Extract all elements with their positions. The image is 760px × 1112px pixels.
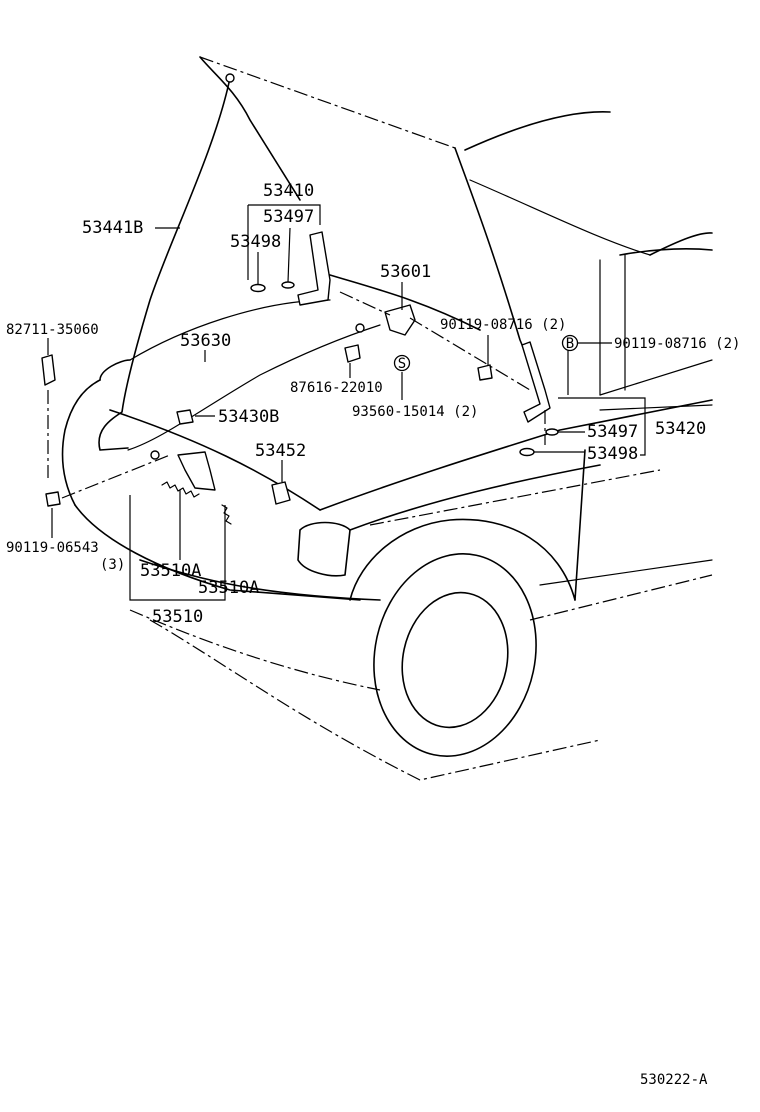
a-pillar bbox=[649, 232, 713, 256]
label-87616-22010: 87616-22010 bbox=[290, 380, 383, 396]
label-53498-left: 53498 bbox=[230, 232, 281, 252]
cushion-part bbox=[176, 409, 194, 425]
hood-right-edge bbox=[454, 147, 546, 401]
label-53510a-1: 53510A bbox=[140, 561, 201, 581]
front-body-left bbox=[61, 379, 101, 506]
fender-rear bbox=[574, 449, 586, 601]
label-53510: 53510 bbox=[152, 607, 203, 627]
side-trim bbox=[539, 559, 713, 586]
bumper-lower bbox=[129, 609, 381, 691]
hood-bumper-part bbox=[271, 481, 291, 505]
washer-b-right-part bbox=[519, 447, 535, 457]
front-top bbox=[99, 359, 131, 381]
lock-spring-2 bbox=[221, 504, 232, 525]
washer-a-left-part bbox=[281, 281, 295, 289]
label-53497-right: 53497 bbox=[587, 422, 638, 442]
label-53441b: 53441B bbox=[82, 218, 143, 238]
b-marker-circle bbox=[561, 334, 579, 352]
leader-lines bbox=[47, 204, 646, 601]
door-line-2 bbox=[599, 404, 713, 411]
hood-hinge-left-part bbox=[297, 231, 331, 306]
hood-edge-dash bbox=[199, 56, 456, 149]
cable-clamp-part bbox=[344, 344, 361, 363]
callout-markers: B S bbox=[393, 334, 579, 372]
hood-edge-dash-2 bbox=[249, 119, 301, 201]
rocker-dash bbox=[529, 574, 713, 621]
windshield-right bbox=[469, 179, 651, 256]
bolt-upper-part bbox=[477, 364, 493, 381]
a-pillar-inner bbox=[619, 248, 713, 256]
bay-line bbox=[129, 299, 331, 361]
label-53430b: 53430B bbox=[218, 407, 279, 427]
cable-end bbox=[150, 450, 160, 460]
label-53452: 53452 bbox=[255, 441, 306, 461]
label-53601: 53601 bbox=[380, 262, 431, 282]
label-53510a-2: 53510A bbox=[198, 578, 259, 598]
label-90119-08716-upper: 90119-08716 (2) bbox=[440, 317, 566, 333]
grille-top bbox=[109, 409, 321, 511]
hood-hinge-right-part bbox=[521, 341, 551, 423]
fender-arch bbox=[349, 518, 576, 601]
bumper bbox=[139, 559, 381, 601]
door-window bbox=[599, 254, 626, 396]
b-marker: B bbox=[566, 336, 574, 352]
front-panel bbox=[74, 504, 361, 601]
part-labels: 53441B 53410 53497 53498 53601 53630 827… bbox=[6, 181, 740, 1088]
figure-number: 530222-A bbox=[640, 1072, 708, 1088]
fender-top bbox=[319, 399, 713, 511]
label-53420: 53420 bbox=[655, 419, 706, 439]
hood-outline bbox=[199, 56, 301, 201]
label-82711-35060: 82711-35060 bbox=[6, 322, 99, 338]
label-93560-15014: 93560-15014 (2) bbox=[352, 404, 478, 420]
cable-joint bbox=[355, 323, 365, 333]
s-marker-circle bbox=[393, 354, 411, 372]
label-53498-right: 53498 bbox=[587, 444, 638, 464]
rod-top-end bbox=[225, 73, 235, 83]
label-90119-08716-b: 90119-08716 (2) bbox=[614, 336, 740, 352]
release-cable bbox=[127, 324, 381, 451]
label-90119-06543: 90119-06543 bbox=[6, 540, 99, 556]
parts bbox=[41, 73, 559, 525]
hood-support-rod bbox=[98, 77, 231, 451]
lock-spring-1 bbox=[161, 481, 200, 498]
assembly-dash-lines bbox=[47, 291, 546, 499]
headlamp bbox=[297, 521, 351, 577]
washer-a-right-part bbox=[545, 428, 559, 436]
hood-lock-part bbox=[384, 304, 416, 336]
windshield-top bbox=[464, 111, 611, 151]
bolt-lower-part bbox=[45, 491, 61, 507]
fender-edge bbox=[369, 469, 661, 526]
door-line bbox=[599, 359, 713, 396]
label-53630: 53630 bbox=[180, 331, 231, 351]
ground-line bbox=[149, 619, 601, 781]
washer-b-left-part bbox=[250, 283, 266, 293]
hood-lock-sub-part bbox=[177, 451, 216, 491]
label-bolt-qty: (3) bbox=[100, 557, 125, 573]
fender-shoulder bbox=[349, 464, 601, 531]
label-53410: 53410 bbox=[263, 181, 314, 201]
label-53497-left: 53497 bbox=[263, 207, 314, 227]
clip-82711-part bbox=[41, 354, 56, 386]
s-marker: S bbox=[398, 356, 406, 372]
rim-outer bbox=[401, 591, 509, 729]
cowl-line bbox=[329, 274, 481, 331]
tire-outer bbox=[373, 553, 537, 757]
vehicle-outline bbox=[61, 56, 713, 781]
